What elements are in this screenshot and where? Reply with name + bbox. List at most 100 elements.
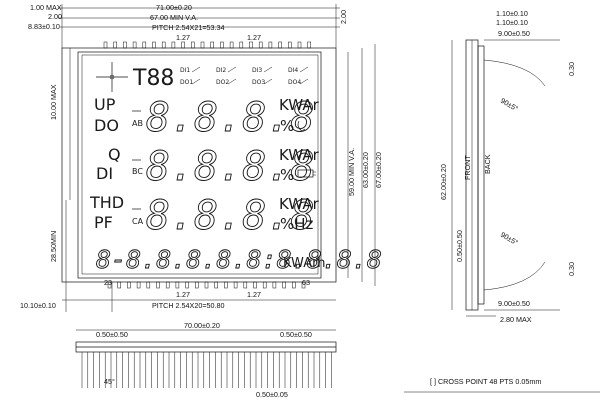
dim-pin-angle: 45° xyxy=(104,377,115,386)
top-pin xyxy=(258,41,263,49)
bottom-pin xyxy=(195,281,199,289)
row3-digits: 8.8.8.8 xyxy=(146,193,315,239)
row1-left-bottom: DO xyxy=(94,116,119,135)
top-pin xyxy=(297,41,302,49)
switch-mark xyxy=(299,66,309,73)
top-pin xyxy=(249,41,253,49)
dim-width-70: 70.00±0.20 xyxy=(184,321,220,330)
row1-left-top: UP xyxy=(94,95,116,114)
do-label: DO4 xyxy=(288,79,301,86)
bottom-pin xyxy=(214,281,218,289)
bottom-pin xyxy=(156,281,160,289)
top-pin xyxy=(210,41,214,49)
dim-pitch-bottom: PITCH 2.54X20=50.80 xyxy=(152,301,225,310)
side-front-label: FRONT xyxy=(463,155,472,180)
top-pin xyxy=(132,41,137,49)
top-pin xyxy=(191,41,195,49)
battery-icon xyxy=(297,169,316,178)
dim-side-110-b: 1.10±0.10 xyxy=(496,18,528,27)
top-pin xyxy=(103,41,108,49)
top-pin xyxy=(152,41,156,49)
row3-unit-top: KWAr xyxy=(279,195,320,213)
do-label: DO3 xyxy=(252,79,265,86)
bottom-pin xyxy=(253,281,257,289)
dim-side-110-a: 1.10±0.10 xyxy=(496,9,528,18)
di-label: DI2 xyxy=(216,67,226,74)
phone-icon xyxy=(297,120,306,132)
bottom-pin xyxy=(204,281,209,289)
left-dimensions: 10.00 MAX 28.50MIN xyxy=(49,48,71,282)
row1-digits: 8.8.8.8 xyxy=(146,95,315,141)
t-indicator: T88 xyxy=(132,66,174,91)
dim-pin-127-b: 1.27 xyxy=(247,33,261,42)
bottom-pin xyxy=(136,281,141,289)
top-pin xyxy=(278,41,282,49)
viewing-area-outline xyxy=(77,51,322,279)
dim-side-height: 62.00±0.20 xyxy=(439,164,448,200)
profile-pins xyxy=(81,352,332,388)
top-pin xyxy=(171,41,176,49)
dim-overall-width: 71.00±0.20 xyxy=(156,3,192,12)
bottom-dimensions: 1.27 1.27 PITCH 2.54X20=50.80 10.10±0.10 xyxy=(20,282,336,312)
pin-first-label: 23 xyxy=(104,278,112,287)
row2-unit-top: KWAr xyxy=(279,146,320,164)
dim-bottom-left-offset: 10.10±0.10 xyxy=(20,301,56,310)
bottom-profile-view: 70.00±0.20 0.50±0.50 0.50±0.50 45° 0.50±… xyxy=(75,321,337,399)
bottom-pin xyxy=(224,281,228,289)
dim-pin-127-c: 1.27 xyxy=(176,290,190,299)
dim-side-angle-top: 90±5° xyxy=(499,96,520,113)
dim-va-height: 59.00 MIN V.A. xyxy=(347,148,356,196)
switch-mark xyxy=(191,78,201,85)
bottom-pin xyxy=(272,281,277,289)
bottom-pin xyxy=(243,281,248,289)
dim-side-030-top: 0.30 xyxy=(567,62,576,76)
dim-h-63: 63.00±0.20 xyxy=(361,152,370,188)
dim-left-offset: 8.83±0.10 xyxy=(28,22,60,31)
di-label: DI3 xyxy=(252,67,262,74)
dim-side-280: 2.80 MAX xyxy=(500,315,532,324)
di-label: DI4 xyxy=(288,67,298,74)
glass-outline xyxy=(61,47,337,283)
top-dimensions: 1.00 MAX 2.00 71.00±0.20 67.00 MIN V.A. … xyxy=(28,3,348,48)
di-label: DI1 xyxy=(180,67,190,74)
side-back-label: BACK xyxy=(483,154,492,174)
side-polarizer xyxy=(477,45,485,305)
top-pin xyxy=(142,41,147,49)
row1-unit-bottom: % xyxy=(280,117,294,135)
top-pin xyxy=(123,41,127,49)
active-area-outline xyxy=(81,54,319,275)
dim-side-angle-bottom: 90±5° xyxy=(499,230,520,247)
bottom-pin xyxy=(292,281,296,289)
row2-phase: BC xyxy=(132,167,143,176)
top-pin xyxy=(239,41,244,49)
top-pin-row xyxy=(103,41,311,49)
bottom-pin xyxy=(262,281,267,289)
top-pin xyxy=(229,41,234,49)
bottom-pin-row xyxy=(107,281,306,289)
top-pin xyxy=(288,41,292,49)
top-pin xyxy=(113,41,117,49)
side-view: 1.10±0.10 1.10±0.10 9.00±0.50 0.30 90±5°… xyxy=(439,9,576,324)
top-pin xyxy=(307,41,311,49)
row4-unit: KWArh xyxy=(283,256,325,271)
dim-va-width: 67.00 MIN V.A. xyxy=(150,13,198,22)
row1-unit-top: KWAr xyxy=(279,96,320,114)
bottom-pin xyxy=(165,281,170,289)
top-pin xyxy=(181,41,185,49)
switch-mark xyxy=(227,78,237,85)
bottom-pin xyxy=(175,281,180,289)
bottom-pin xyxy=(233,281,238,289)
switch-mark xyxy=(227,66,237,73)
row3-unit-bottom: %Hz xyxy=(280,215,314,233)
row3-left-top: THD xyxy=(89,193,124,212)
top-pin xyxy=(161,41,166,49)
dim-pin-width-b: 0.50±0.50 xyxy=(280,330,312,339)
right-dimensions: 59.00 MIN V.A. 63.00±0.20 67.00±0.20 xyxy=(347,44,383,286)
dim-pin-bottom: 0.50±0.05 xyxy=(256,390,288,399)
bottom-pin xyxy=(117,281,121,289)
dim-right-200: 2.00 xyxy=(339,10,348,24)
dim-max-top: 1.00 MAX xyxy=(30,3,62,12)
bottom-pin xyxy=(146,281,151,289)
